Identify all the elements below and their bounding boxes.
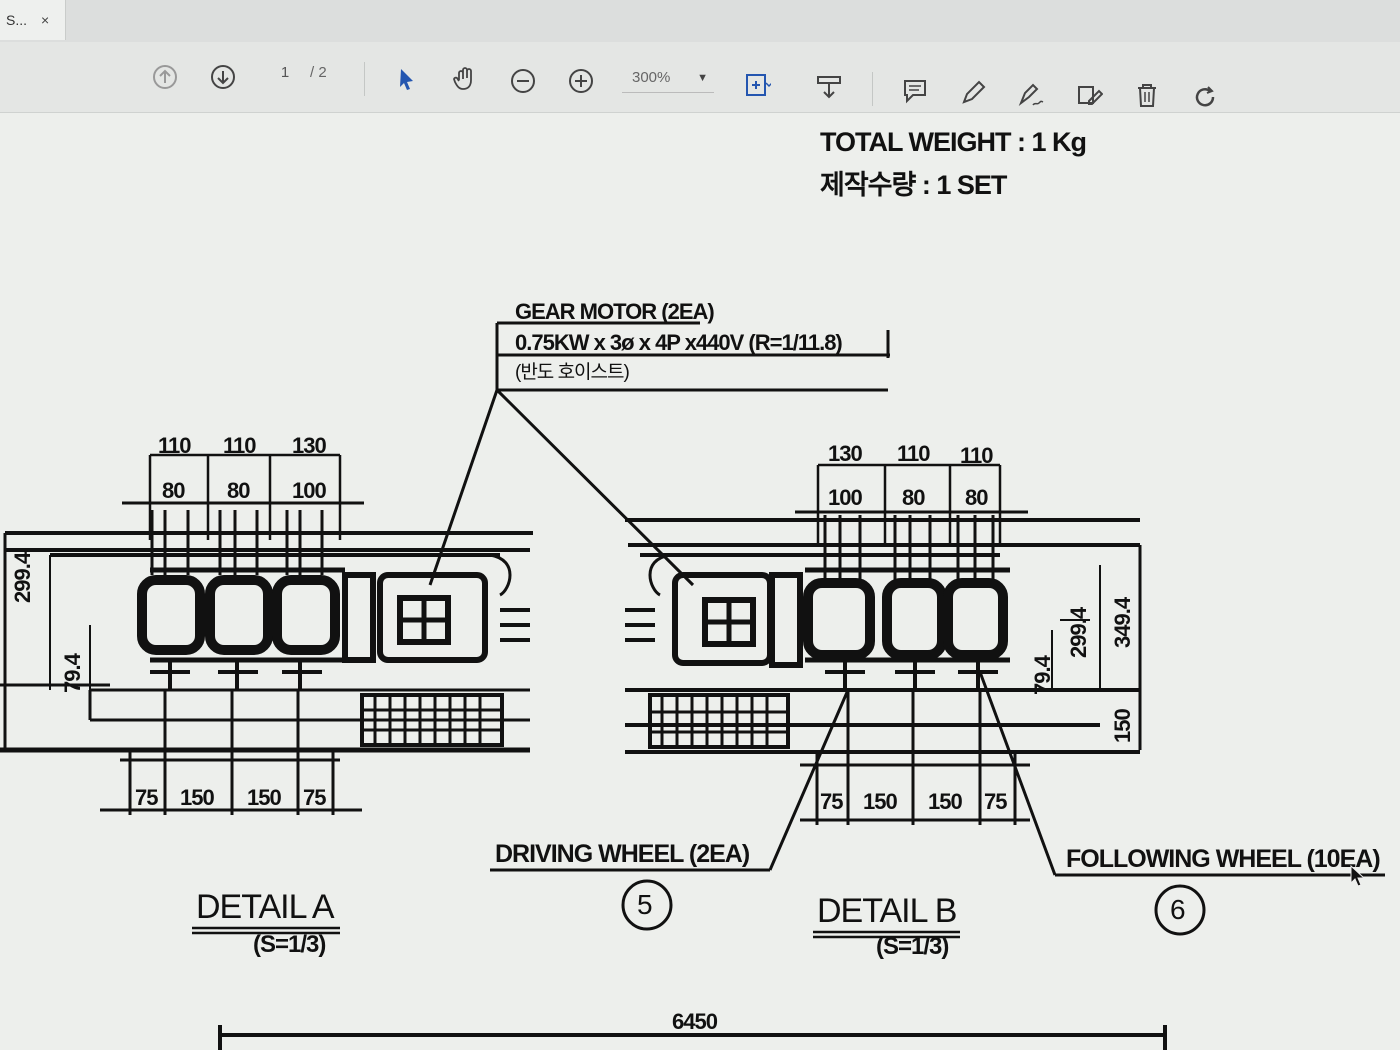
gear-motor-spec: 0.75KW x 3ø x 4P x440V (R=1/11.8): [515, 330, 843, 355]
zoom-value: 300%: [632, 69, 671, 86]
detail-b-title: DETAIL B: [817, 892, 957, 930]
dim-label: 110: [223, 433, 256, 458]
toolbar-divider: [364, 62, 365, 96]
dim-label: 130: [292, 433, 327, 458]
select-arrow-icon[interactable]: [390, 62, 424, 96]
dim-label: 299.4: [1066, 607, 1091, 658]
tab-title: S...: [6, 12, 28, 28]
tab-bar: S... ×: [0, 0, 1400, 43]
overall-dimension: 6450: [672, 1009, 718, 1034]
toolbar-divider: [872, 72, 873, 106]
dim-label: 80: [227, 478, 251, 503]
dim-label: 299.4: [10, 552, 35, 603]
detail-b-drawing: [625, 463, 1142, 876]
dim-label: 110: [158, 433, 191, 458]
dim-label: 100: [292, 478, 327, 503]
gear-motor-title: GEAR MOTOR (2EA): [515, 299, 715, 324]
cad-drawing: [0, 321, 1385, 1050]
comment-icon[interactable]: [898, 74, 932, 108]
dim-label: 75: [135, 785, 159, 810]
dim-label: 80: [162, 478, 186, 503]
dim-label: 110: [960, 443, 993, 468]
trash-icon[interactable]: [1130, 78, 1164, 112]
quantity-label: 제작수량 : 1 SET: [820, 170, 1007, 200]
edit-icon[interactable]: [1072, 78, 1106, 112]
dim-label: 80: [965, 485, 989, 510]
zoom-out-icon[interactable]: [506, 64, 540, 98]
mouse-cursor-icon: [1350, 865, 1366, 887]
close-tab-icon[interactable]: ×: [41, 12, 50, 28]
zoom-in-icon[interactable]: [564, 64, 598, 98]
total-weight-label: TOTAL WEIGHT : 1 Kg: [820, 127, 1087, 157]
dim-label: 100: [828, 485, 863, 510]
detail-a-drawing: [0, 453, 533, 815]
detail-a-title: DETAIL A: [196, 888, 334, 926]
dim-label: 79.4: [1030, 656, 1055, 695]
gear-motor-maker: (반도 호이스트): [515, 362, 630, 383]
chevron-down-icon: ▼: [697, 72, 708, 84]
dim-label: 150: [863, 789, 898, 814]
dim-label: 150: [1110, 709, 1135, 743]
dim-label: 130: [828, 441, 863, 466]
detail-a-scale: (S=1/3): [253, 931, 326, 958]
driving-wheel-number: 5: [637, 889, 653, 920]
pen-icon[interactable]: [956, 76, 990, 110]
download-icon[interactable]: [812, 70, 846, 104]
pdf-page: TOTAL WEIGHT : 1 Kg 제작수량 : 1 SET GEAR MO…: [0, 113, 1400, 1050]
hand-pan-icon[interactable]: [448, 62, 482, 96]
page-total: / 2: [310, 64, 327, 81]
dim-label: 150: [928, 789, 963, 814]
fit-page-icon[interactable]: [740, 68, 774, 102]
dim-label: 110: [897, 441, 930, 466]
page-number-input[interactable]: 1: [280, 64, 290, 81]
dim-label: 75: [303, 785, 327, 810]
detail-b-scale: (S=1/3): [876, 933, 949, 960]
sign-icon[interactable]: [1014, 78, 1048, 112]
dim-label: 150: [247, 785, 282, 810]
zoom-select[interactable]: 300% ▼: [622, 64, 714, 93]
dim-label: 75: [984, 789, 1008, 814]
dim-label: 79.4: [60, 654, 85, 693]
document-tab[interactable]: S... ×: [0, 0, 66, 40]
page-down-icon[interactable]: [206, 60, 240, 94]
following-wheel-number: 6: [1170, 894, 1186, 925]
page-up-icon[interactable]: [148, 60, 182, 94]
rotate-icon[interactable]: [1188, 80, 1222, 114]
dim-label: 349.4: [1110, 597, 1135, 648]
dim-label: 150: [180, 785, 215, 810]
driving-wheel-label: DRIVING WHEEL (2EA): [495, 840, 750, 868]
dim-label: 80: [902, 485, 926, 510]
dim-label: 75: [820, 789, 844, 814]
following-wheel-label: FOLLOWING WHEEL (10EA): [1066, 845, 1381, 873]
